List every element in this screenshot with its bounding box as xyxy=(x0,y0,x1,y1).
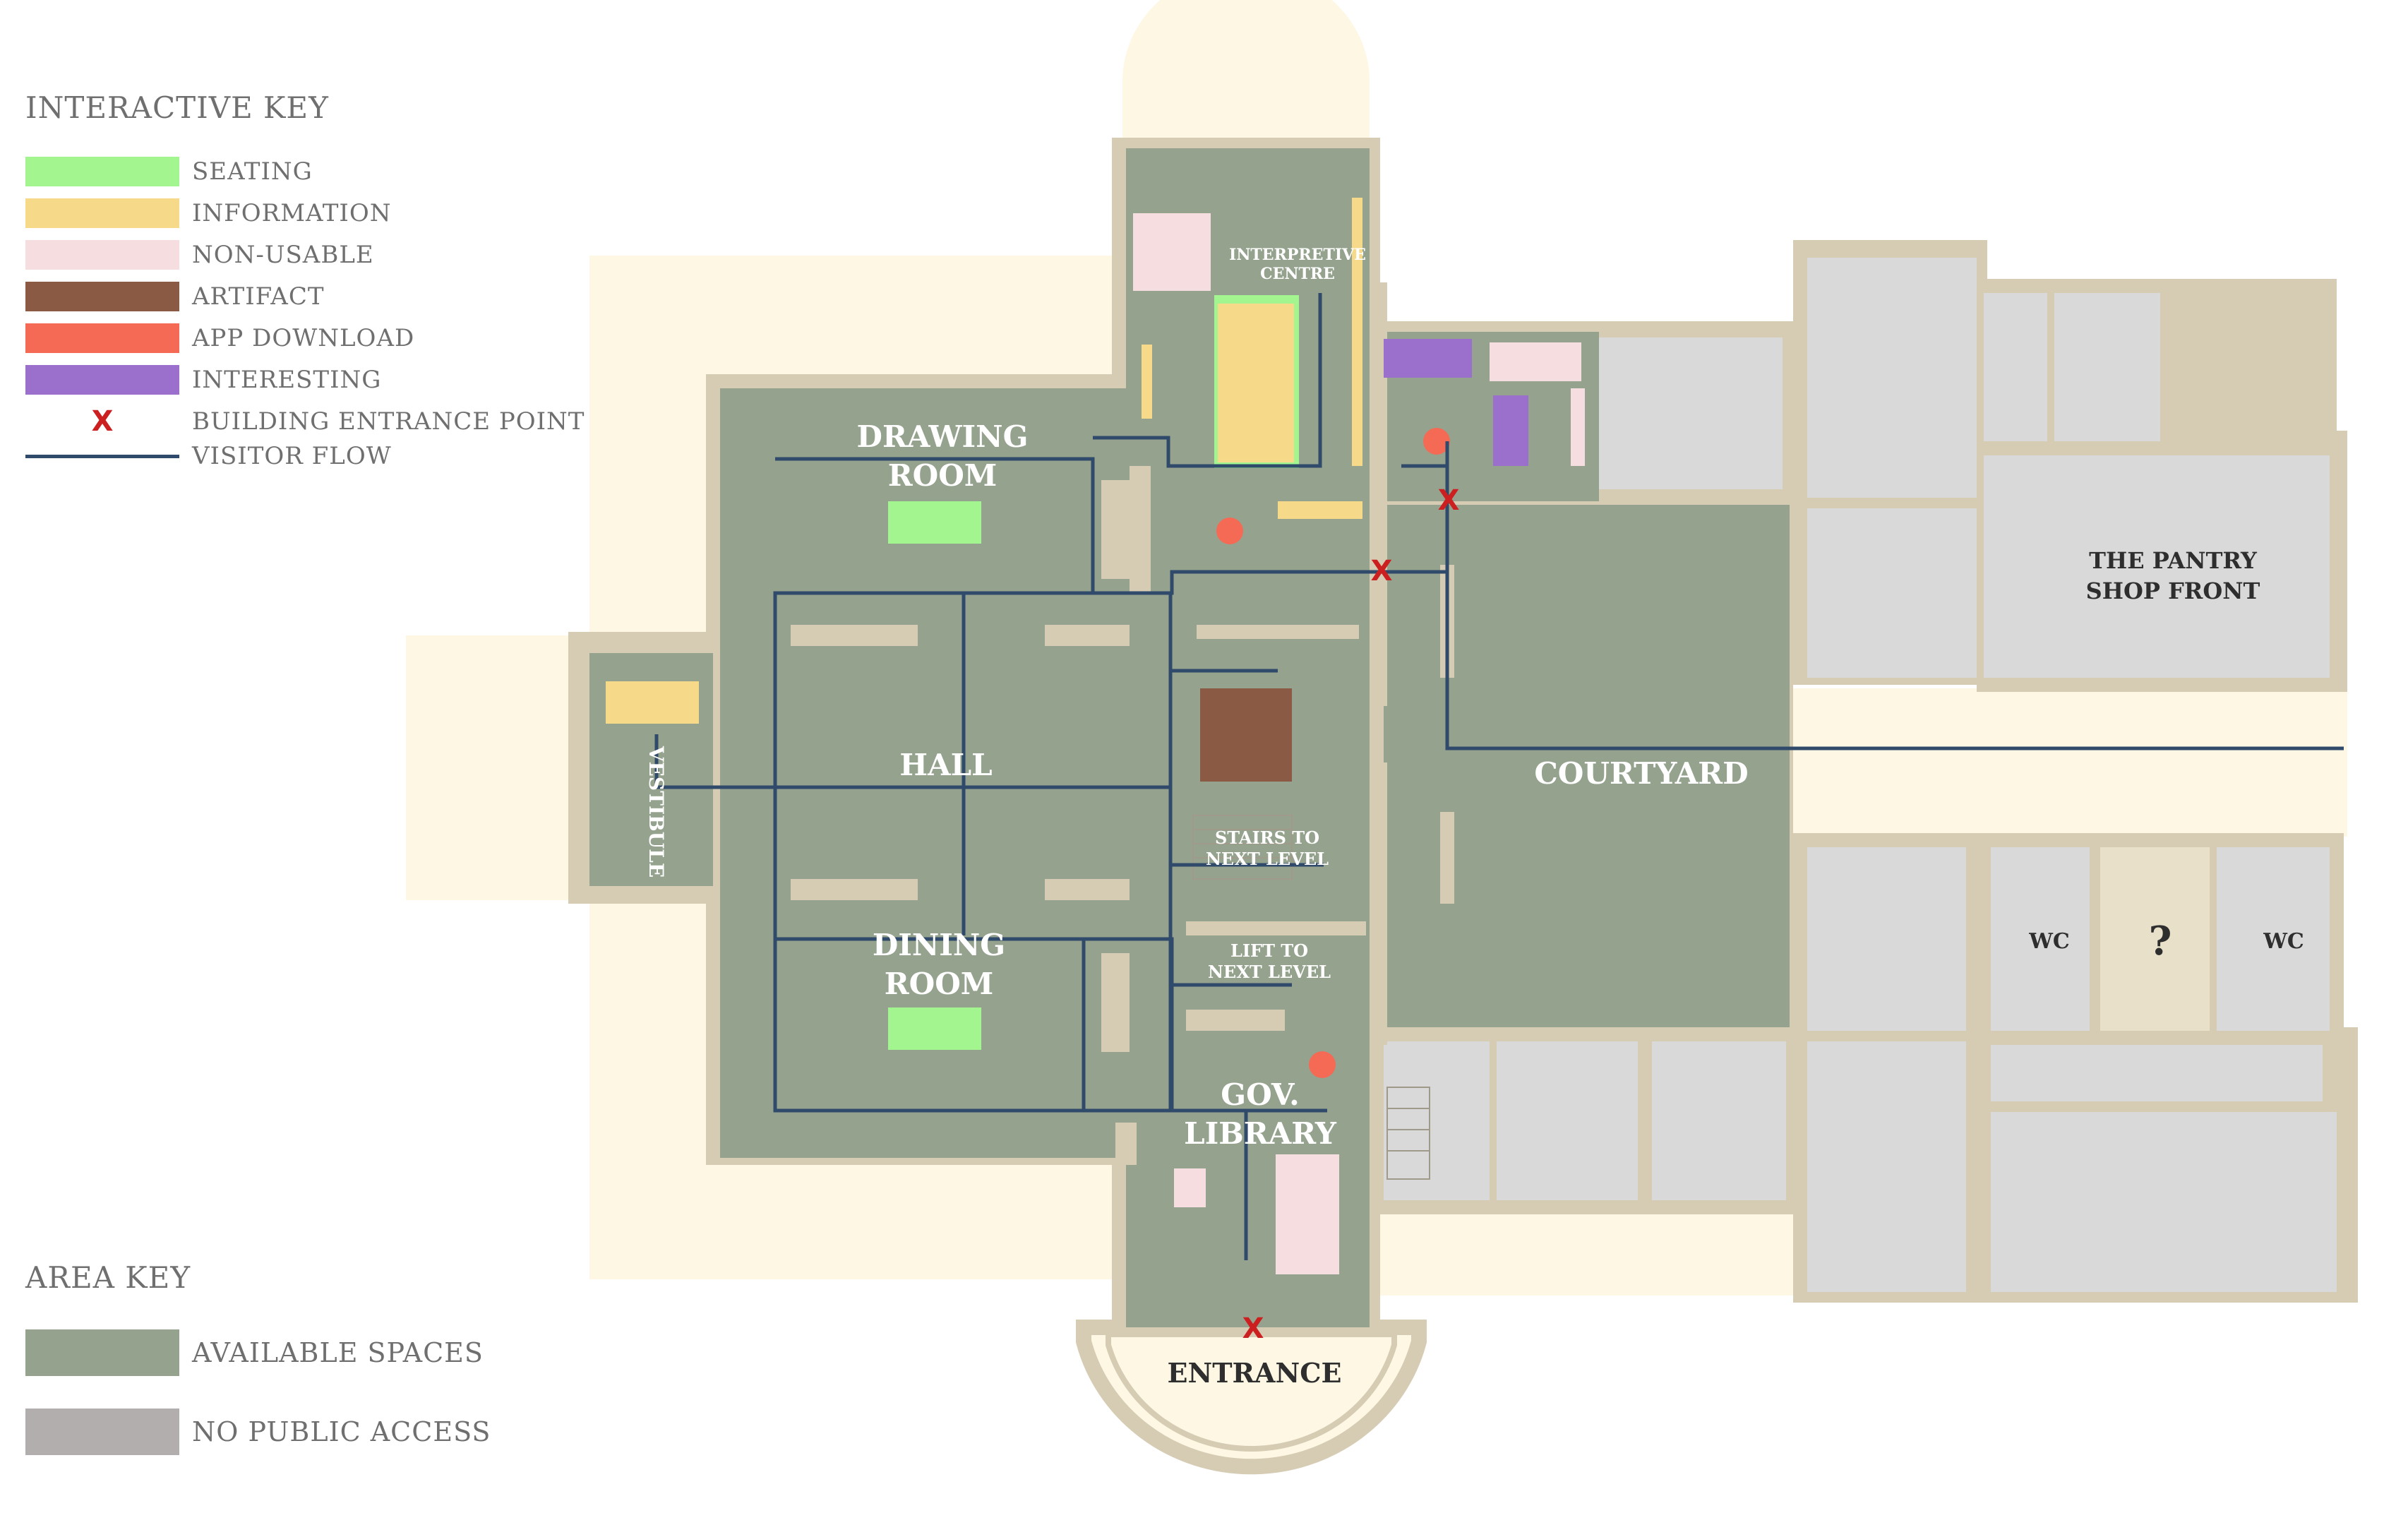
pantry-label-1: THE PANTRY xyxy=(2089,547,2258,574)
interesting-markers xyxy=(1384,339,1528,466)
non-usable-side-room[interactable] xyxy=(1490,342,1581,381)
legend-item-seating[interactable]: SEATING xyxy=(25,150,585,192)
entrance-point-1[interactable]: X xyxy=(1438,484,1460,517)
drawing-room-label-1: DRAWING xyxy=(857,419,1029,454)
legend-label: VISITOR FLOW xyxy=(192,442,392,470)
legend-label: ARTIFACT xyxy=(192,282,325,311)
interesting-top[interactable] xyxy=(1384,339,1472,378)
seating-dining-room[interactable] xyxy=(888,1007,981,1050)
interpretive-centre-label-1: INTERPRETIVE xyxy=(1229,246,1366,264)
legend-label: NON-USABLE xyxy=(192,240,374,269)
legend-label: NO PUBLIC ACCESS xyxy=(192,1416,491,1447)
hall-label: HALL xyxy=(899,748,992,782)
entrance-point-2[interactable]: X xyxy=(1371,555,1393,587)
courtyard-label: COURTYARD xyxy=(1534,756,1748,791)
entrance-label: ENTRANCE xyxy=(1168,1357,1342,1389)
unknown-room[interactable] xyxy=(2100,847,2210,1031)
entrance-x-icon: X xyxy=(91,405,114,438)
info-strip-right[interactable] xyxy=(1352,198,1362,466)
legend-item-interesting[interactable]: INTERESTING xyxy=(25,359,585,400)
library-label-1: GOV. xyxy=(1221,1077,1300,1112)
legend-item-app-download[interactable]: APP DOWNLOAD xyxy=(25,317,585,359)
stairs-label-1: STAIRS TO xyxy=(1215,827,1319,848)
pantry-label-2: SHOP FRONT xyxy=(2086,578,2260,604)
non-usable-interpretive[interactable] xyxy=(1133,213,1211,291)
lift-label-1: LIFT TO xyxy=(1230,940,1308,961)
dining-room-label-1: DINING xyxy=(873,928,1005,962)
legend-label: SEATING xyxy=(192,157,313,186)
legend-item-no-public-access[interactable]: NO PUBLIC ACCESS xyxy=(25,1392,491,1471)
legend-label: APP DOWNLOAD xyxy=(192,323,415,352)
information-markers xyxy=(606,198,1362,724)
wc-left-label: WC xyxy=(2028,929,2070,954)
app-download-markers xyxy=(1216,428,1450,1078)
non-usable-strip[interactable] xyxy=(1571,388,1585,466)
dining-room-label-2: ROOM xyxy=(885,967,994,1001)
app-download-1[interactable] xyxy=(1216,518,1243,544)
no-public-access-rooms xyxy=(1384,258,2337,1292)
interactive-key-title: INTERACTIVE KEY xyxy=(25,90,329,125)
stairs-label-2: NEXT LEVEL xyxy=(1206,849,1329,869)
info-strip-left[interactable] xyxy=(1142,345,1152,419)
app-download-2[interactable] xyxy=(1423,428,1450,455)
legend-label: INFORMATION xyxy=(192,198,392,227)
visitor-flow xyxy=(654,293,2344,1260)
legend-swatch xyxy=(25,364,179,395)
interior-walls xyxy=(791,282,1454,1165)
legend-swatch xyxy=(25,198,179,228)
legend-swatch xyxy=(25,1409,179,1455)
interesting-side[interactable] xyxy=(1493,395,1528,466)
legend-swatch xyxy=(25,1329,179,1376)
legend-swatch xyxy=(25,323,179,353)
vestibule-label: VESTIBULE xyxy=(645,746,668,878)
legend-item-entrance-point[interactable]: X BUILDING ENTRANCE POINT xyxy=(25,400,585,442)
entrance-point-3[interactable]: X xyxy=(1242,1312,1264,1345)
non-usable-library-large[interactable] xyxy=(1276,1154,1339,1274)
unknown-room-label: ? xyxy=(2149,918,2172,964)
legend-item-information[interactable]: INFORMATION xyxy=(25,192,585,234)
artifact-marker[interactable] xyxy=(1200,688,1292,782)
entrance-rotunda xyxy=(1076,1320,1427,1475)
library-label-2: LIBRARY xyxy=(1184,1116,1337,1151)
legend-item-available-spaces[interactable]: AVAILABLE SPACES xyxy=(25,1313,491,1392)
area-key-title: AREA KEY xyxy=(25,1260,191,1295)
non-usable-markers xyxy=(1133,213,1585,1274)
legend-label: INTERESTING xyxy=(192,365,382,394)
legend-label: BUILDING ENTRANCE POINT xyxy=(192,407,585,436)
drawing-room-label-2: ROOM xyxy=(888,458,998,493)
seating-drawing-room[interactable] xyxy=(888,501,981,544)
legend-item-visitor-flow[interactable]: VISITOR FLOW xyxy=(25,442,585,470)
legend-swatch xyxy=(25,156,179,186)
legend-item-artifact[interactable]: ARTIFACT xyxy=(25,275,585,317)
interpretive-centre-label-2: CENTRE xyxy=(1260,265,1335,283)
lift-label-2: NEXT LEVEL xyxy=(1208,962,1331,982)
info-vestibule[interactable] xyxy=(606,681,699,724)
info-interpretive-centre[interactable] xyxy=(1218,304,1294,462)
legend-label: AVAILABLE SPACES xyxy=(192,1337,484,1368)
legend-swatch xyxy=(25,281,179,311)
info-strip-bottom[interactable] xyxy=(1278,501,1362,519)
legend-swatch xyxy=(25,239,179,270)
stairs xyxy=(1192,815,1430,1180)
app-download-3[interactable] xyxy=(1309,1051,1336,1078)
legend-line-swatch xyxy=(25,454,179,458)
wc-right-label: WC xyxy=(2263,929,2304,954)
legend-item-non-usable[interactable]: NON-USABLE xyxy=(25,234,585,275)
area-key-list: AVAILABLE SPACES NO PUBLIC ACCESS xyxy=(25,1313,491,1471)
interactive-key-list: SEATING INFORMATION NON-USABLE ARTIFACT … xyxy=(25,150,585,470)
non-usable-library-small[interactable] xyxy=(1174,1168,1206,1207)
